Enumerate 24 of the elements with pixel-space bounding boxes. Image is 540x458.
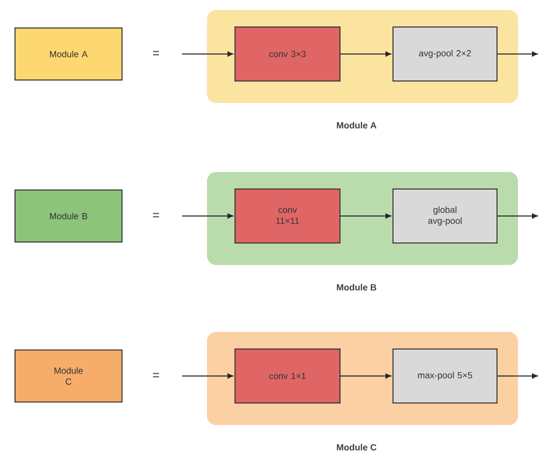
arrow bbox=[340, 213, 392, 219]
arrow bbox=[182, 51, 234, 57]
equals-sign: = bbox=[153, 50, 159, 56]
pool-box: avg-pool 2×2 bbox=[392, 26, 498, 82]
equals-sign: = bbox=[153, 212, 159, 218]
conv-box: conv 1×1 bbox=[234, 348, 340, 404]
arrow bbox=[340, 51, 392, 57]
module-caption: Module C bbox=[336, 444, 376, 450]
arrow bbox=[497, 51, 538, 57]
pool-box: global avg-pool bbox=[392, 188, 498, 244]
conv-box: conv 11×11 bbox=[234, 188, 340, 244]
module-caption: Module A bbox=[336, 122, 376, 128]
pool-box: max-pool 5×5 bbox=[392, 348, 498, 404]
arrow bbox=[340, 373, 392, 379]
arrow bbox=[497, 213, 538, 219]
equals-sign: = bbox=[153, 372, 159, 378]
module-box: Module C bbox=[14, 350, 122, 402]
arrow bbox=[182, 373, 234, 379]
module-box: Module B bbox=[14, 190, 122, 242]
module-caption: Module B bbox=[336, 284, 376, 290]
module-box: Module A bbox=[14, 28, 122, 80]
arrow bbox=[497, 373, 538, 379]
conv-box: conv 3×3 bbox=[234, 26, 340, 82]
arrow bbox=[182, 213, 234, 219]
